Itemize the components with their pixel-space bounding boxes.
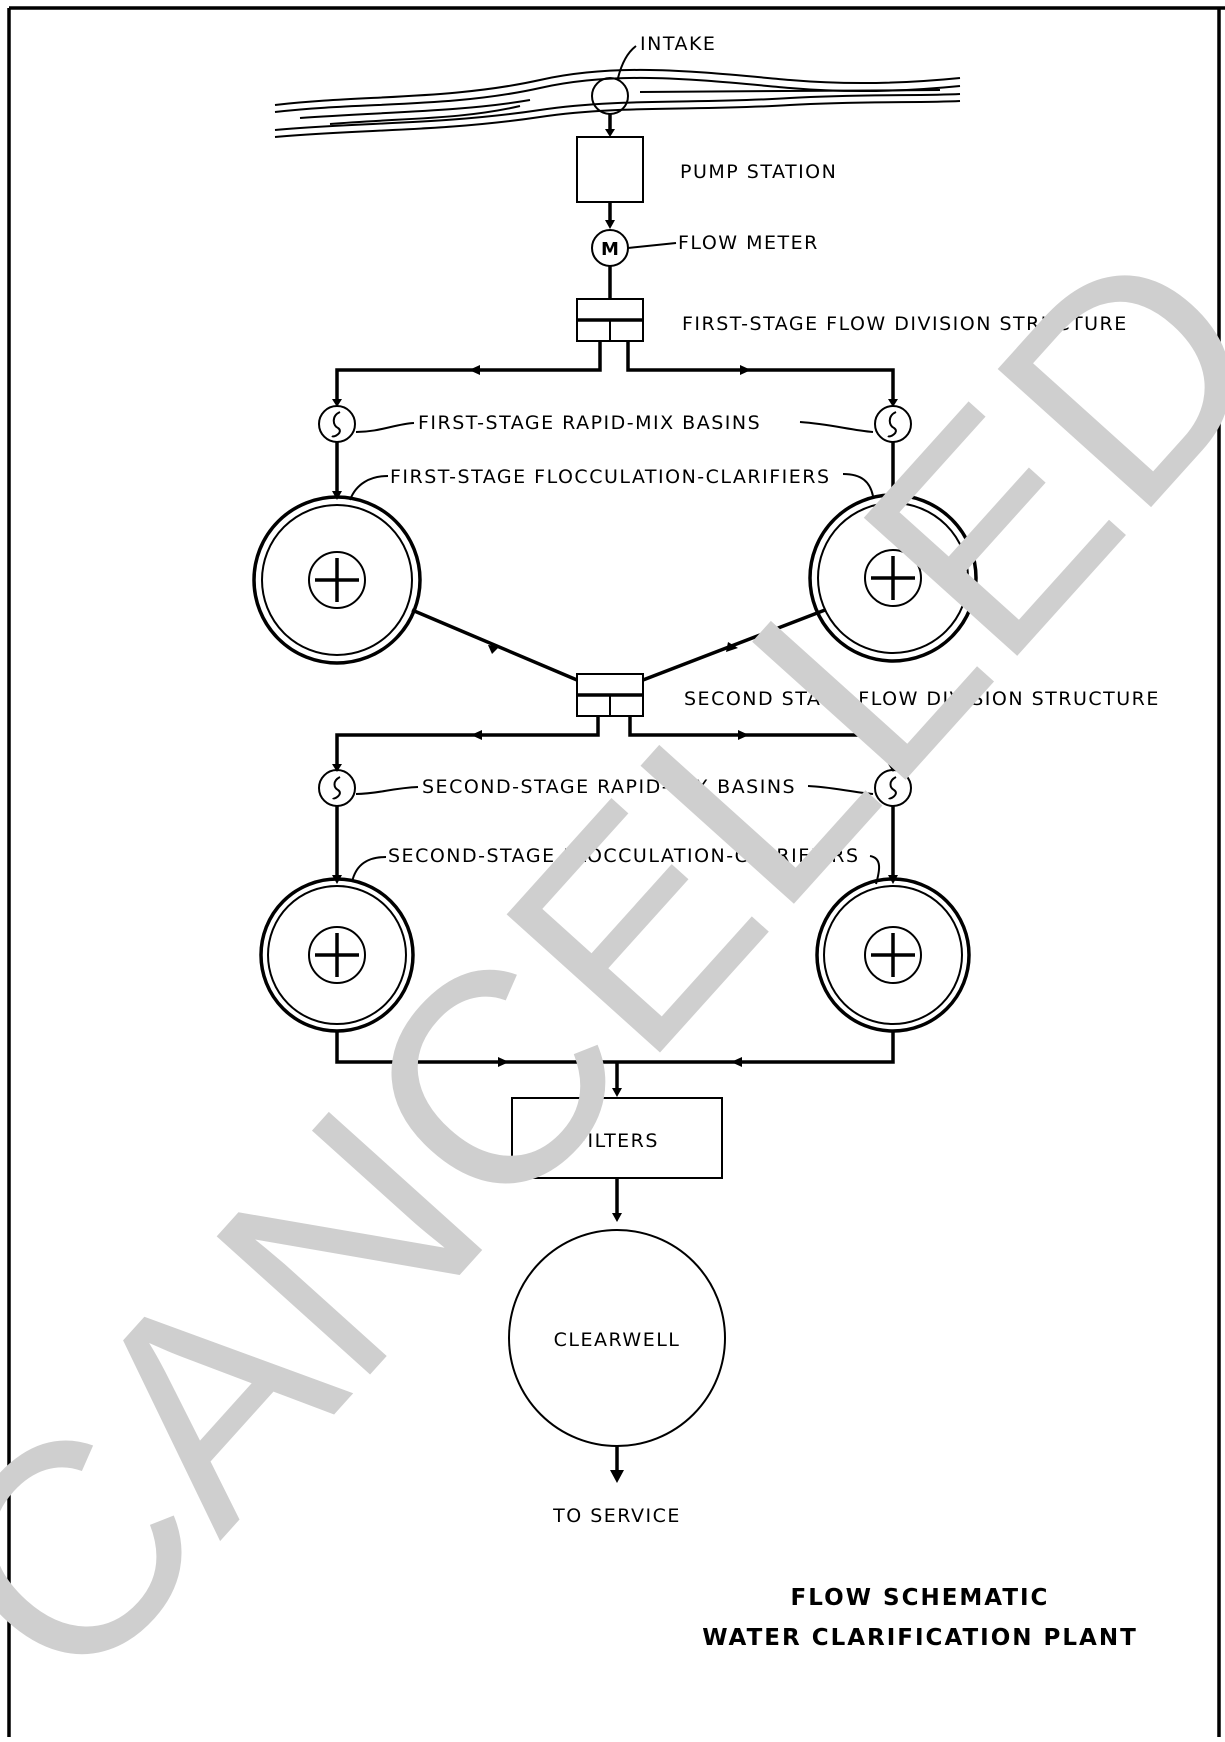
first-stage-clarifier-left xyxy=(252,495,422,665)
flow-meter-leader xyxy=(627,242,677,249)
flow-meter-label: FLOW METER xyxy=(678,232,819,254)
first-stage-rapid-mix-left-icon xyxy=(318,405,356,443)
second-stage-division-structure xyxy=(576,673,644,717)
title-line-1: FLOW SCHEMATIC xyxy=(791,1585,1050,1611)
filters-label: FILTERS xyxy=(575,1130,659,1152)
second-stage-division-label: SECOND STAGE FLOW DIVISION STRUCTURE xyxy=(684,688,1160,710)
intake-leader xyxy=(617,45,637,79)
intake-label: INTAKE xyxy=(640,33,716,55)
first-stage-clarifier-right xyxy=(808,493,978,663)
second-stage-rapid-mix-label: SECOND-STAGE RAPID-MIX BASINS xyxy=(422,776,796,798)
pump-station-box xyxy=(576,136,644,203)
intake-structure-icon xyxy=(591,77,629,115)
first-stage-flocculation-label: FIRST-STAGE FLOCCULATION-CLARIFIERS xyxy=(390,466,831,488)
pump-station-label: PUMP STATION xyxy=(680,161,837,183)
first-stage-division-structure xyxy=(576,298,644,342)
first-stage-rapid-mix-label: FIRST-STAGE RAPID-MIX BASINS xyxy=(418,412,761,434)
first-stage-division-label: FIRST-STAGE FLOW DIVISION STRUCTURE xyxy=(682,313,1128,335)
river xyxy=(274,68,961,138)
title-line-2: WATER CLARIFICATION PLANT xyxy=(702,1625,1138,1651)
flow-meter-symbol: M xyxy=(601,239,619,260)
second-stage-rapid-mix-left-icon xyxy=(318,769,356,807)
clearwell-label: CLEARWELL xyxy=(554,1329,681,1351)
to-service-label: TO SERVICE xyxy=(552,1505,681,1527)
second-stage-flocculation-label: SECOND-STAGE FLOCCULATION-CLARIFIERS xyxy=(388,845,860,867)
